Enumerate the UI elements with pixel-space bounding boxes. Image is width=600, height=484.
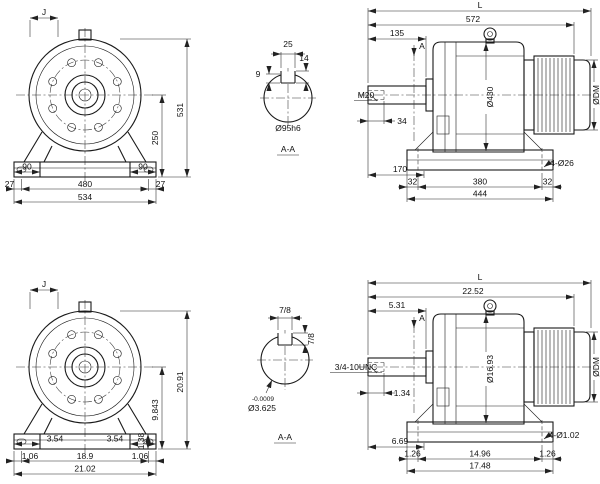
dim-housing-diameter: Ø16.93 bbox=[485, 355, 495, 383]
dim-base-edge-right: 1.26 bbox=[539, 449, 556, 459]
dim-foot-left: 90 bbox=[22, 162, 32, 172]
dim-motor-diameter: ØDM bbox=[591, 357, 600, 377]
dim-key-depth: 9 bbox=[256, 69, 261, 79]
dim-base-height: 1.38 bbox=[136, 432, 146, 449]
label-thread: M20 bbox=[358, 90, 375, 100]
metric-side-view: L 572 135 A M20 34 170 32 380 32 444 4-Ø… bbox=[354, 0, 600, 202]
label-tolerance: -0.0009 bbox=[252, 396, 274, 403]
dim-base-edge-left: 1.26 bbox=[404, 449, 421, 459]
dim-overall-width: 21.02 bbox=[74, 464, 96, 474]
dim-base-edge-right: 32 bbox=[543, 177, 553, 187]
side-geometry-instance bbox=[357, 27, 598, 173]
dim-overall-l: L bbox=[478, 272, 483, 282]
label-mount-holes: 4-Ø26 bbox=[550, 158, 574, 168]
front-geometry-instance bbox=[13, 299, 157, 455]
dim-foot-left: 3.54 bbox=[47, 434, 64, 444]
label-shaft-diameter: Ø3.625 bbox=[248, 403, 276, 413]
dim-key-height: 7/8 bbox=[306, 333, 316, 345]
front-dims-instance bbox=[6, 290, 191, 476]
label-thread: 3/4-10UNC bbox=[335, 362, 378, 372]
dim-foot-right: 90 bbox=[138, 162, 148, 172]
label-section-mark: A bbox=[419, 313, 425, 323]
dim-edge-right: 27 bbox=[156, 179, 166, 189]
dim-bolt-span: 480 bbox=[78, 179, 92, 189]
label-section-mark: A bbox=[419, 41, 425, 51]
dim-shaft-length: 135 bbox=[390, 28, 404, 38]
dim-foot-right: 3.54 bbox=[107, 434, 124, 444]
dim-key-height: 14 bbox=[299, 53, 309, 63]
section-geometry-instance bbox=[256, 329, 314, 391]
dim-edge-left: 27 bbox=[5, 179, 15, 189]
dim-j: J bbox=[42, 7, 46, 17]
dim-edge-right: 1.06 bbox=[132, 451, 149, 461]
inch-front-view: J 20.91 9.843 1.38 3.54 3.54 1.06 18.9 1… bbox=[6, 279, 191, 476]
dim-key-width: 25 bbox=[283, 39, 293, 49]
metric-front-view: J 531 250 90 90 27 480 27 534 bbox=[5, 7, 191, 204]
label-mount-holes: 4-Ø1.02 bbox=[549, 430, 580, 440]
dim-base-edge-left: 32 bbox=[408, 177, 418, 187]
dim-base-length: 17.48 bbox=[469, 461, 491, 471]
dim-base-length: 444 bbox=[473, 189, 487, 199]
dim-front-offset: 170 bbox=[393, 164, 407, 174]
side-geometry-instance bbox=[357, 299, 598, 445]
dim-housing-diameter: Ø430 bbox=[485, 86, 495, 107]
front-dims-instance bbox=[6, 18, 191, 204]
dim-overall-width: 534 bbox=[78, 192, 92, 202]
dim-overall-height: 20.91 bbox=[175, 371, 185, 393]
dim-edge-left: 1.06 bbox=[22, 451, 39, 461]
label-shaft-diameter: Ø95h6 bbox=[275, 123, 301, 133]
dim-front-offset: 6.69 bbox=[392, 436, 409, 446]
dim-length: 572 bbox=[466, 14, 480, 24]
dim-shaft-length: 5.31 bbox=[389, 300, 406, 310]
dim-length: 22.52 bbox=[462, 286, 484, 296]
dim-base-bolt-span: 380 bbox=[473, 177, 487, 187]
dim-thread-depth: 34 bbox=[397, 116, 407, 126]
label-section-aa: A-A bbox=[281, 144, 296, 154]
dim-center-height: 250 bbox=[150, 131, 160, 145]
dim-overall-height: 531 bbox=[175, 103, 185, 117]
section-geometry-instance bbox=[259, 67, 317, 129]
dim-motor-diameter: ØDM bbox=[591, 85, 600, 105]
label-section-aa: A-A bbox=[278, 432, 293, 442]
front-geometry-instance bbox=[13, 27, 157, 183]
dim-overall-l: L bbox=[478, 0, 483, 10]
dim-bolt-span: 18.9 bbox=[77, 451, 94, 461]
dim-thread-depth: 1.34 bbox=[394, 388, 411, 398]
dim-center-height: 9.843 bbox=[150, 399, 160, 421]
dim-key-width: 7/8 bbox=[279, 305, 291, 315]
inch-shaft-section: 7/8 7/8 -0.0009 Ø3.625 A-A bbox=[248, 305, 316, 444]
dim-base-bolt-span: 14.96 bbox=[469, 449, 491, 459]
metric-shaft-section: 25 14 9 Ø95h6 A-A bbox=[256, 39, 317, 156]
dim-j: J bbox=[42, 279, 46, 289]
inch-side-view: L 22.52 5.31 A 3/4-10UNC 1.34 6.69 1.26 … bbox=[330, 272, 600, 474]
